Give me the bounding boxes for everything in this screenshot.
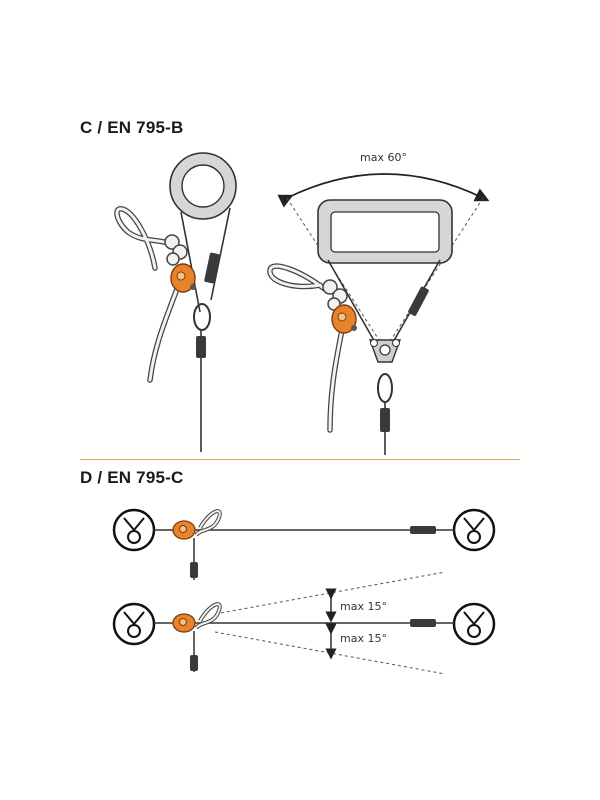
horizontal-line-icon (154, 602, 454, 630)
lifeline-icon (380, 402, 390, 455)
left-post-anchor-icon (112, 602, 156, 646)
section-divider (80, 459, 520, 460)
carabiner-icon (193, 303, 211, 331)
ring-plate-icon (369, 339, 401, 363)
sling-icon (180, 207, 231, 313)
lifeline-icon (196, 330, 206, 452)
c-left-figure (114, 152, 237, 452)
right-post-anchor-icon (452, 508, 496, 552)
rope-adjuster-icon (331, 304, 357, 334)
max-angle-lower-label: max 15° (340, 632, 387, 645)
deflection-lines (214, 571, 446, 675)
rope-adjuster-icon (172, 613, 196, 633)
lanyard-icon (190, 538, 198, 580)
ring-anchor-icon (169, 152, 237, 220)
d-upper-figure (112, 508, 496, 580)
rope-adjuster-icon (172, 520, 196, 540)
d-lower-figure (112, 571, 496, 675)
c-right-figure (267, 173, 490, 455)
right-post-anchor-icon (452, 602, 496, 646)
max-angle-upper-label: max 15° (340, 600, 387, 613)
section-d-title: D / EN 795-C (80, 468, 184, 487)
rope-adjuster-icon (170, 263, 196, 293)
carabiner-icon (377, 373, 393, 403)
section-c-title: C / EN 795-B (80, 118, 184, 137)
left-post-anchor-icon (112, 508, 156, 552)
max-angle-label: max 60° (360, 151, 407, 164)
horizontal-line-icon (154, 509, 454, 537)
rope-icon (267, 263, 345, 433)
knot-icon (164, 234, 188, 266)
beam-anchor-icon (317, 199, 453, 264)
sling-icon (327, 259, 441, 345)
knot-icon (322, 279, 348, 311)
lanyard-icon (190, 631, 198, 672)
angle-arc-arrow (277, 173, 490, 347)
